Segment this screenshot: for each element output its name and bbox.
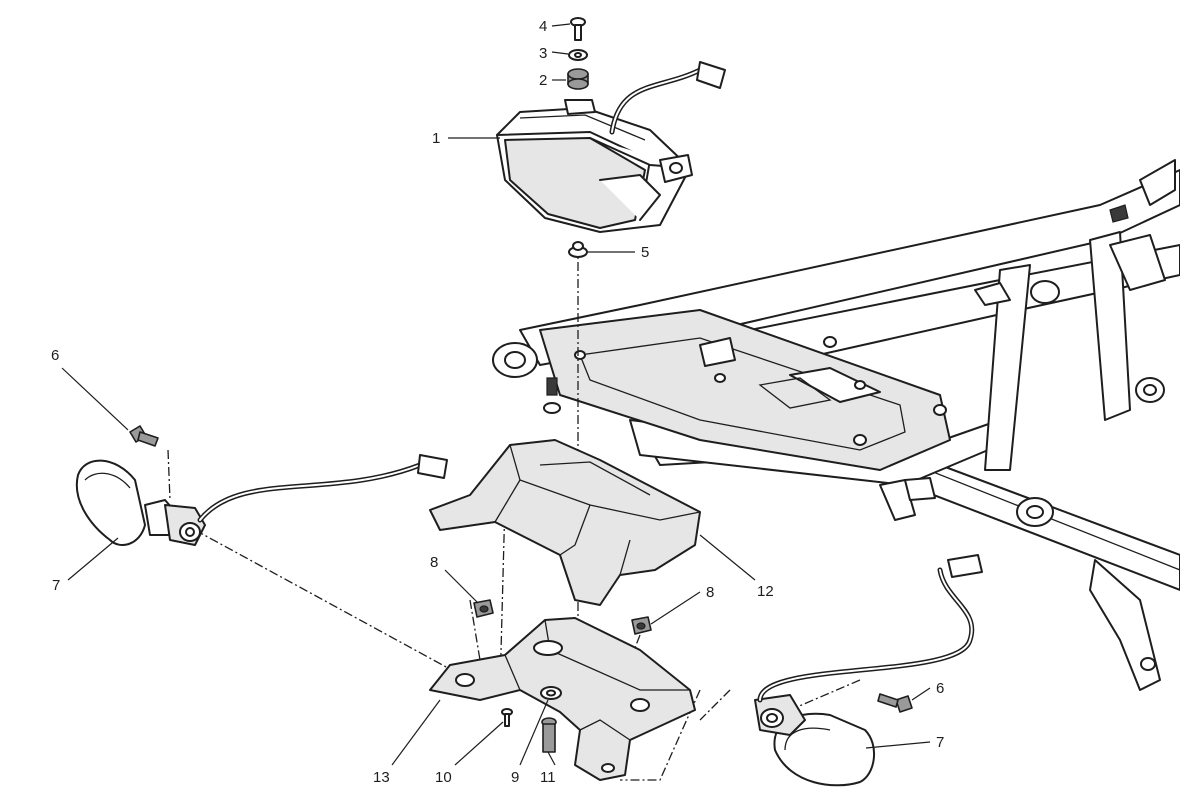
rear-subframe <box>492 159 1180 691</box>
turn-indicator-left <box>75 459 206 546</box>
callout-5: 5 <box>641 244 649 261</box>
right-indicator-connector <box>947 554 983 578</box>
callout-6-right: 6 <box>936 680 944 697</box>
callout-11: 11 <box>540 769 556 786</box>
left-indicator-connector <box>417 454 448 479</box>
callout-9: 9 <box>511 769 519 786</box>
turn-indicator-right <box>754 694 876 787</box>
callout-labels: 1 2 3 4 5 6 6 7 7 8 8 9 10 11 12 13 <box>51 18 944 786</box>
left-indicator-wire <box>197 462 423 523</box>
callout-1: 1 <box>432 130 440 147</box>
washer-3 <box>568 49 588 61</box>
callout-10: 10 <box>435 769 452 786</box>
callout-7-right: 7 <box>936 734 944 751</box>
tail-light-connector <box>696 61 726 89</box>
callout-4: 4 <box>539 18 547 35</box>
nut-8-right <box>631 616 652 635</box>
callout-8-left: 8 <box>430 554 438 571</box>
screw-6-left <box>129 425 159 447</box>
spacer-2 <box>567 68 589 90</box>
bolt-11 <box>541 717 557 753</box>
callout-8-right: 8 <box>706 584 714 601</box>
screw-6-right <box>877 693 913 713</box>
tail-light <box>496 99 693 233</box>
grommet-5 <box>568 241 588 258</box>
callout-7-left: 7 <box>52 577 60 594</box>
screw-4 <box>570 17 586 41</box>
plate-holder-12 <box>429 439 701 606</box>
washer-9 <box>540 686 562 700</box>
callout-3: 3 <box>539 45 547 62</box>
callout-13: 13 <box>373 769 390 786</box>
axis-indicator-right <box>789 679 861 711</box>
nut-8-left <box>473 599 494 618</box>
screw-10 <box>501 708 513 727</box>
axis-wire-left <box>194 529 471 681</box>
axis-indicator-left <box>167 449 171 501</box>
callout-2: 2 <box>539 72 547 89</box>
bracket-13 <box>429 617 696 781</box>
callout-12: 12 <box>757 583 774 600</box>
callout-6-left: 6 <box>51 347 59 364</box>
leader-lines <box>61 23 931 766</box>
